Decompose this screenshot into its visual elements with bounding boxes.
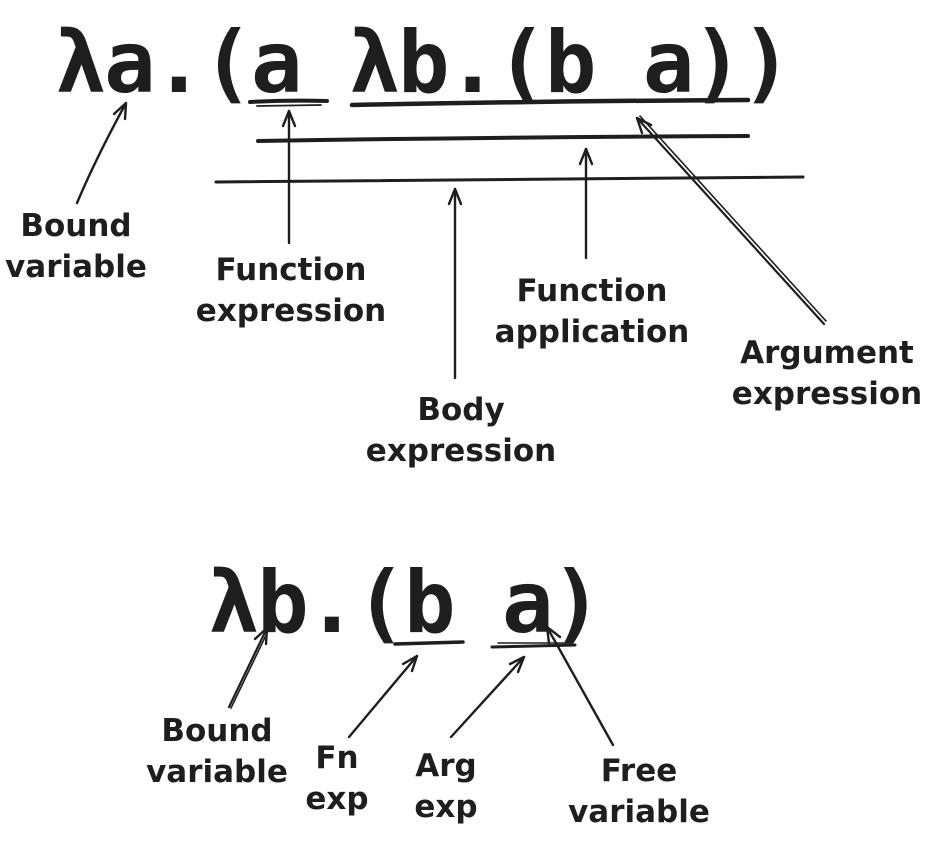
label-function-expression: Function expression bbox=[195, 252, 387, 329]
label-bound-variable-bottom: Bound variable bbox=[146, 713, 288, 790]
underline-function-application bbox=[256, 134, 750, 143]
arrow-body-expression bbox=[447, 187, 463, 380]
arrow-function-application bbox=[578, 147, 594, 260]
underline-body-expression bbox=[214, 175, 805, 184]
label-fn-exp: Fn exp bbox=[305, 740, 369, 817]
label-bound-variable-top: Bound variable bbox=[5, 208, 147, 285]
label-free-variable: Free variable bbox=[568, 753, 710, 830]
label-argument-expression: Argument expression bbox=[731, 335, 923, 412]
lambda-expression-inner: λb.(b a) bbox=[208, 553, 603, 653]
arrow-bound-variable-top bbox=[75, 101, 128, 205]
label-function-application: Function application bbox=[494, 273, 690, 350]
arrow-fn-exp bbox=[347, 654, 419, 739]
lambda-expression-main: λa.(a λb.(b a)) bbox=[55, 13, 792, 113]
arrow-function-expression bbox=[281, 109, 297, 245]
arrow-arg-exp bbox=[449, 655, 526, 739]
label-arg-exp: Arg exp bbox=[414, 748, 478, 825]
label-body-expression: Body expression bbox=[365, 392, 557, 469]
